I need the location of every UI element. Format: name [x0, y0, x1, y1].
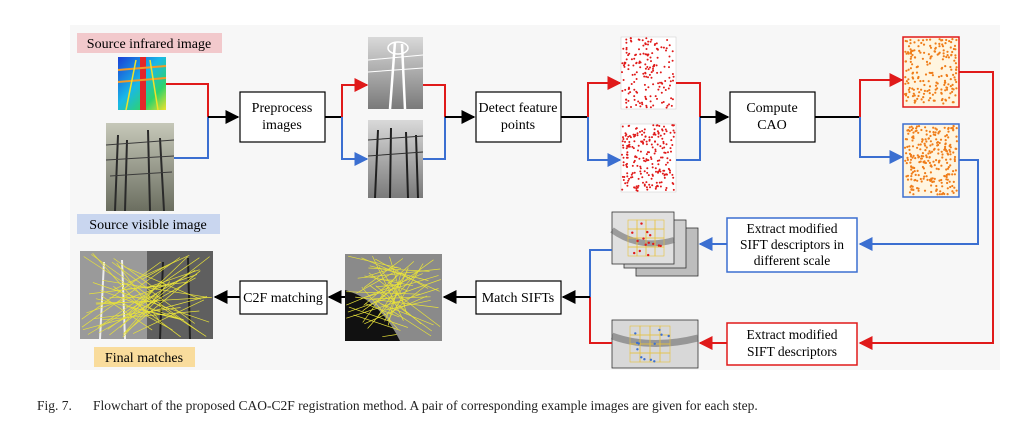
svg-text:C2F matching: C2F matching [243, 291, 323, 306]
compute-to-ir-line [859, 73, 904, 117]
multi-to-match-line [589, 249, 612, 297]
visible-to-preprocess-line [174, 117, 209, 159]
match-sifts-box: Match SIFTs [475, 280, 562, 315]
cao-vis-texture [903, 124, 959, 196]
preprocess-to-vis-line [341, 117, 369, 166]
extract-multiscale-sift-box: Extract modified SIFT descriptors in dif… [726, 217, 858, 273]
c2f-matching-box: C2F matching [239, 280, 328, 315]
svg-text:SIFT descriptors: SIFT descriptors [747, 344, 837, 359]
feature-points-ir-dots [621, 37, 675, 109]
cao-vis-return-line [858, 159, 979, 251]
caption-number: Fig. 7. [37, 398, 72, 413]
svg-text:Compute: Compute [746, 101, 797, 116]
flowchart-figure: Source infrared image Source visible ima… [77, 33, 994, 369]
feature-points-vis-dots [621, 124, 676, 192]
single-to-match-line [589, 297, 612, 344]
final-matches-image [80, 251, 213, 340]
single-descriptor-image [610, 319, 699, 369]
svg-text:Source visible image: Source visible image [89, 218, 206, 233]
detect-to-ir-line [587, 76, 622, 117]
caption-text: Flowchart of the proposed CAO-C2F regist… [93, 398, 758, 413]
svg-text:points: points [501, 118, 535, 133]
svg-text:Final matches: Final matches [105, 351, 183, 366]
source-visible-image [105, 123, 175, 212]
svg-text:Extract modified: Extract modified [746, 221, 837, 236]
descriptor-grid-multi [627, 219, 665, 257]
preprocessed-visible-image [367, 120, 424, 199]
vis-to-compute-line [676, 117, 701, 161]
compute-to-vis-line [859, 117, 904, 164]
ir-to-compute-line [676, 82, 701, 117]
final-match-lines [81, 252, 212, 338]
preprocess-to-ir-line [341, 78, 369, 117]
figure-caption: Fig. 7. Flowchart of the proposed CAO-C2F… [37, 398, 1017, 414]
source-infrared-label: Source infrared image [77, 33, 222, 53]
svg-text:Extract modified: Extract modified [746, 327, 837, 342]
cao-visible-image [902, 123, 960, 198]
preprocessed-infrared-image [367, 37, 424, 110]
svg-text:Match SIFTs: Match SIFTs [482, 291, 555, 306]
vis-to-detect-line [423, 117, 446, 160]
extract-sift-box: Extract modified SIFT descriptors [726, 322, 858, 366]
sift-match-result-image [345, 254, 442, 341]
sift-match-lines [346, 255, 441, 338]
feature-points-visible-image [620, 123, 677, 193]
svg-text:CAO: CAO [757, 118, 787, 133]
svg-text:images: images [262, 118, 302, 133]
cao-infrared-image [902, 36, 960, 108]
preprocess-images-box: Preprocess images [239, 91, 326, 143]
detect-feature-points-box: Detect feature points [475, 91, 562, 143]
infrared-to-preprocess-line [166, 83, 209, 117]
detect-to-vis-line [587, 117, 622, 167]
final-matches-label: Final matches [94, 347, 195, 367]
source-visible-label: Source visible image [77, 214, 220, 234]
source-infrared-image [117, 57, 167, 111]
feature-points-infrared-image [620, 36, 677, 110]
ir-to-detect-line [423, 84, 446, 117]
svg-text:Source infrared image: Source infrared image [87, 37, 211, 52]
cao-ir-texture [904, 38, 958, 105]
cao-ir-return-line [858, 71, 994, 350]
svg-text:SIFT descriptors in: SIFT descriptors in [740, 237, 844, 252]
svg-text:Detect feature: Detect feature [479, 101, 558, 116]
compute-cao-box: Compute CAO [729, 91, 816, 143]
descriptor-grid-single [629, 325, 671, 363]
svg-text:different scale: different scale [754, 253, 831, 268]
multiscale-descriptor-images [610, 211, 699, 277]
svg-text:Preprocess: Preprocess [252, 101, 313, 116]
